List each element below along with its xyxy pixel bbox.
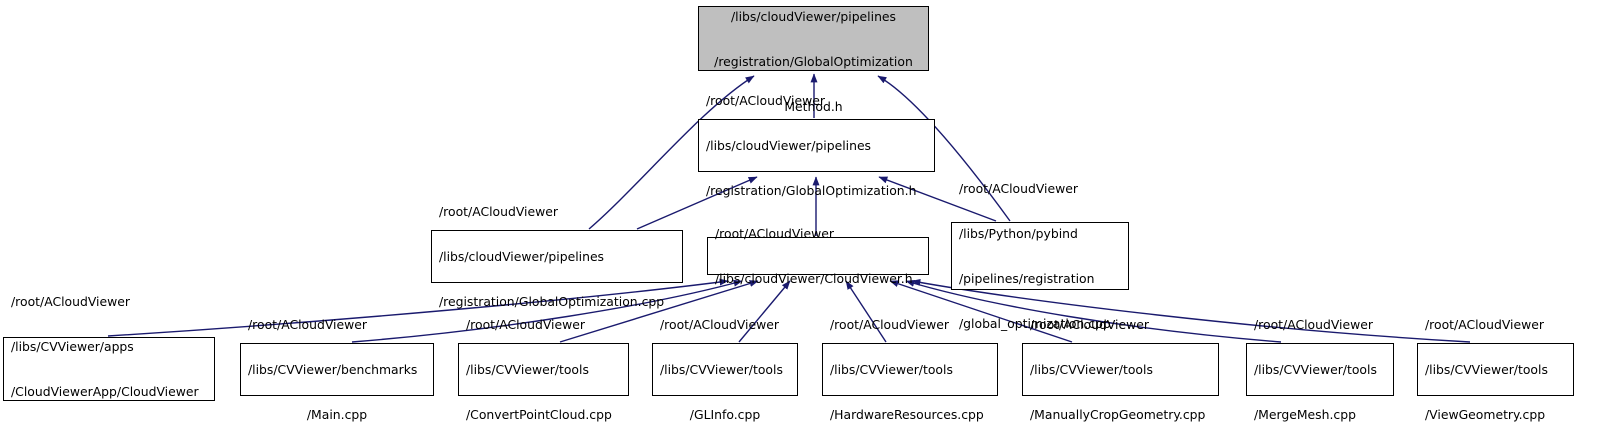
node-line: /MergeMesh.cpp bbox=[1254, 407, 1356, 422]
node-line: /libs/cloudViewer/pipelines bbox=[439, 249, 605, 264]
node-globaloptimization-h[interactable]: /root/ACloudViewer /libs/cloudViewer/pip… bbox=[698, 93, 935, 198]
node-line: /root/ACloudViewer bbox=[706, 93, 825, 108]
node-hardwareresources-cpp[interactable]: /root/ACloudViewer /libs/CVViewer/tools … bbox=[822, 317, 998, 422]
node-benchmarks-main-cpp[interactable]: /root/ACloudViewer /libs/CVViewer/benchm… bbox=[240, 317, 434, 422]
node-line: /root/ACloudViewer bbox=[715, 226, 834, 241]
node-line: /libs/cloudViewer/pipelines bbox=[730, 8, 897, 24]
node-line: /ViewGeometry.cpp bbox=[1425, 407, 1546, 422]
node-line: /root/ACloudViewer bbox=[1030, 317, 1149, 332]
node-line: /CloudViewerApp/CloudViewer bbox=[11, 384, 199, 399]
node-line: /libs/CVViewer/tools bbox=[1254, 362, 1377, 377]
node-line: /libs/CVViewer/tools bbox=[830, 362, 953, 377]
node-glinfo-cpp[interactable]: /root/ACloudViewer /libs/CVViewer/tools … bbox=[652, 317, 798, 422]
node-line: /root/ACloudViewer bbox=[1425, 317, 1544, 332]
node-line: /registration/GlobalOptimization.h bbox=[706, 183, 917, 198]
node-line: /root/ACloudViewer bbox=[248, 317, 367, 332]
node-line: /pipelines/registration bbox=[959, 271, 1095, 286]
node-mergemesh-cpp[interactable]: /root/ACloudViewer /libs/CVViewer/tools … bbox=[1246, 317, 1394, 422]
node-line: /libs/CVViewer/tools bbox=[660, 362, 783, 377]
node-convertpointcloud-cpp[interactable]: /root/ACloudViewer /libs/CVViewer/tools … bbox=[458, 317, 629, 422]
node-line: /libs/CVViewer/benchmarks bbox=[248, 362, 418, 377]
node-line: /libs/cloudViewer/pipelines bbox=[706, 138, 872, 153]
node-cloudviewer-h[interactable]: /root/ACloudViewer /libs/cloudViewer/Clo… bbox=[707, 226, 929, 286]
node-line: /libs/CVViewer/tools bbox=[1425, 362, 1548, 377]
node-line: /root/ACloudViewer bbox=[1254, 317, 1373, 332]
node-line: /libs/Python/pybind bbox=[959, 226, 1078, 241]
node-line: /libs/CVViewer/apps bbox=[11, 339, 134, 354]
node-line: /ConvertPointCloud.cpp bbox=[466, 407, 612, 422]
node-globaloptimization-cpp[interactable]: /root/ACloudViewer /libs/cloudViewer/pip… bbox=[431, 204, 683, 309]
node-line: /root/ACloudViewer bbox=[830, 317, 949, 332]
node-line: /libs/CVViewer/tools bbox=[1030, 362, 1153, 377]
node-line: /root/ACloudViewer bbox=[959, 181, 1078, 196]
node-line: /libs/CVViewer/tools bbox=[466, 362, 589, 377]
node-line: /HardwareResources.cpp bbox=[830, 407, 984, 422]
node-line: /Main.cpp bbox=[306, 407, 368, 422]
node-line: /root/ACloudViewer bbox=[466, 317, 585, 332]
node-manuallycropgeometry-cpp[interactable]: /root/ACloudViewer /libs/CVViewer/tools … bbox=[1022, 317, 1219, 422]
node-line: /ManuallyCropGeometry.cpp bbox=[1030, 407, 1206, 422]
node-line: /GLInfo.cpp bbox=[689, 407, 761, 422]
node-line: /root/ACloudViewer bbox=[11, 294, 130, 309]
node-line: /root/ACloudViewer bbox=[660, 317, 779, 332]
node-globaloptimizationmethod-h[interactable]: /root/ACloudViewer /libs/cloudViewer/pip… bbox=[698, 6, 929, 114]
node-global-optimization-cpp-pybind[interactable]: /root/ACloudViewer /libs/Python/pybind /… bbox=[951, 181, 1129, 331]
node-line: /registration/GlobalOptimization bbox=[714, 53, 913, 69]
node-line: /libs/cloudViewer/CloudViewer.h bbox=[715, 271, 913, 286]
node-viewgeometry-cpp[interactable]: /root/ACloudViewer /libs/CVViewer/tools … bbox=[1417, 317, 1574, 422]
node-cloudviewerapp-cpp[interactable]: /root/ACloudViewer /libs/CVViewer/apps /… bbox=[3, 294, 215, 401]
node-line: /root/ACloudViewer bbox=[439, 204, 558, 219]
